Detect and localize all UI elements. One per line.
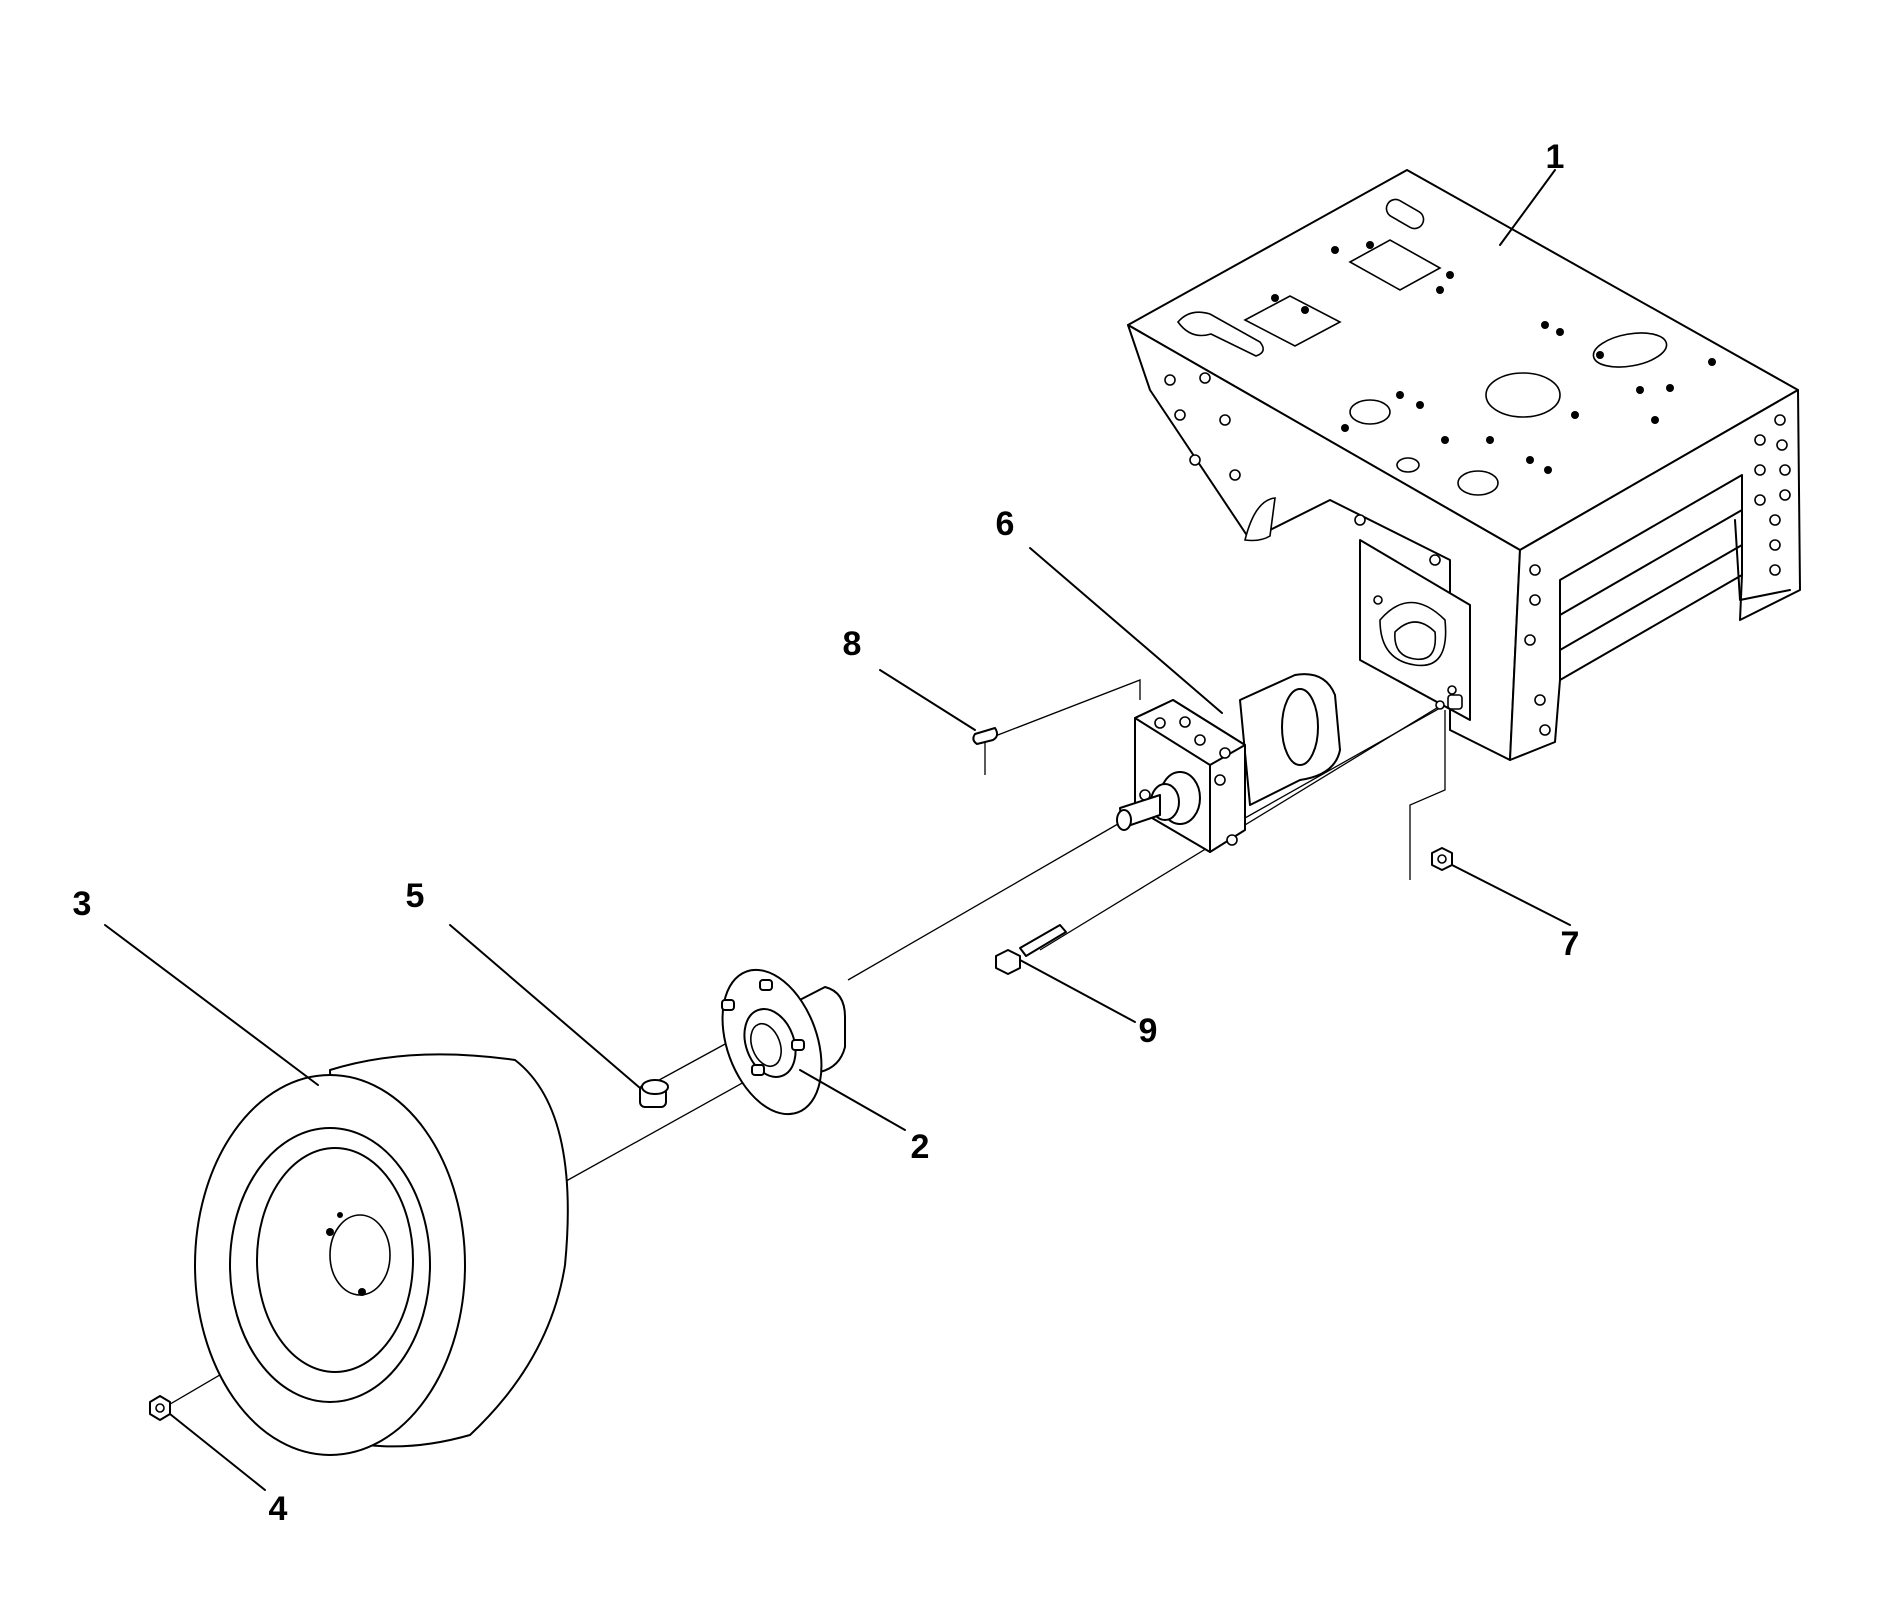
nut-part-4 xyxy=(149,1395,171,1421)
callout-3: 3 xyxy=(73,885,92,923)
nut-part-7 xyxy=(1431,847,1453,871)
callout-9: 9 xyxy=(1139,1012,1158,1050)
wheel-motor-part-6 xyxy=(1116,673,1341,853)
callout-7: 7 xyxy=(1561,925,1580,963)
callout-2: 2 xyxy=(911,1128,930,1166)
callout-1: 1 xyxy=(1546,138,1565,176)
callout-4: 4 xyxy=(269,1490,288,1528)
callout-6: 6 xyxy=(996,505,1015,543)
bolt-part-9 xyxy=(995,924,1067,975)
wheel-part-3 xyxy=(194,1053,569,1456)
key-part-8 xyxy=(972,727,999,745)
lug-nut-part-5 xyxy=(639,1079,669,1108)
callout-labels: 1 2 3 4 5 6 7 8 9 xyxy=(73,138,1580,1528)
leader-lines xyxy=(104,169,1571,1491)
assembly-lines xyxy=(159,679,1446,1411)
callout-8: 8 xyxy=(843,625,862,663)
callout-5: 5 xyxy=(406,877,425,915)
frame-part-1 xyxy=(1127,169,1801,761)
hub-part-2 xyxy=(721,968,846,1116)
